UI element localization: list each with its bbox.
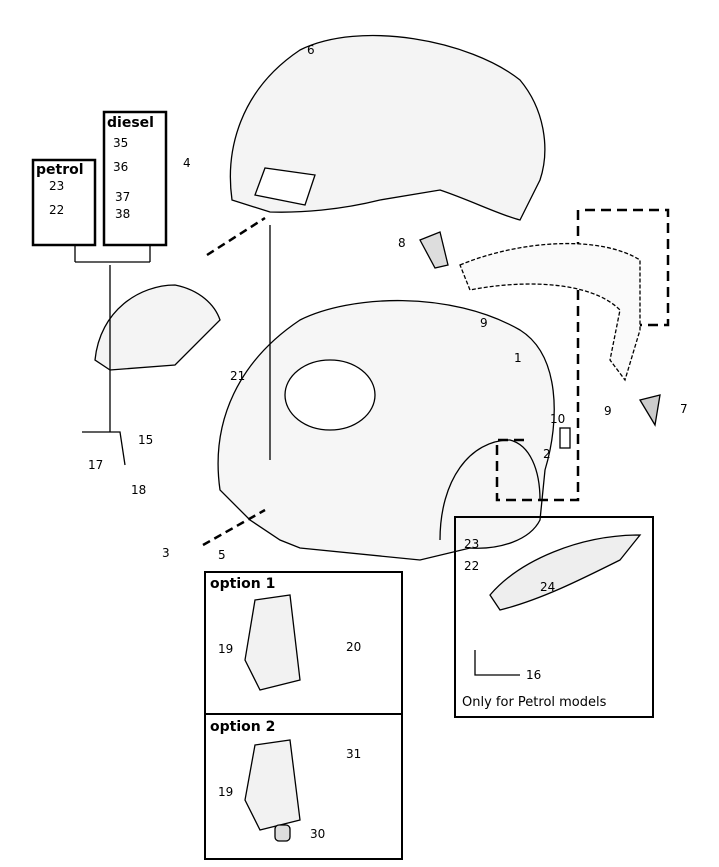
callout-21: 21 xyxy=(230,369,246,383)
callout-22-petrol: 22 xyxy=(464,559,480,573)
callout-5: 5 xyxy=(218,548,226,562)
callout-22: 22 xyxy=(49,203,65,217)
callout-1: 1 xyxy=(514,351,522,365)
callout-7: 7 xyxy=(680,402,688,416)
callout-37: 37 xyxy=(115,190,131,204)
part-30 xyxy=(274,824,291,842)
callout-17: 17 xyxy=(88,458,104,472)
callout-24: 24 xyxy=(540,580,556,594)
part-19-opt2 xyxy=(244,739,301,831)
option2-title: option 2 xyxy=(210,719,276,735)
part-main-hood xyxy=(217,299,555,561)
part-10 xyxy=(559,427,571,449)
callout-35: 35 xyxy=(113,136,129,150)
box-options xyxy=(204,571,403,860)
callout-6: 6 xyxy=(307,43,315,57)
petrol-only-note: Only for Petrol models xyxy=(462,695,607,710)
box-diesel-title: diesel xyxy=(107,115,154,131)
callout-36: 36 xyxy=(113,160,129,174)
callout-2: 2 xyxy=(543,447,551,461)
part-main-hood-opening xyxy=(284,359,376,431)
part-grille-frame xyxy=(459,242,641,382)
box-diesel xyxy=(102,110,168,247)
callout-8: 8 xyxy=(398,236,406,250)
part-16 xyxy=(474,650,520,676)
callout-31: 31 xyxy=(346,747,362,761)
part-hood-window xyxy=(254,167,316,206)
part-shield-21 xyxy=(94,284,221,371)
option1-title: option 1 xyxy=(210,576,276,592)
callout-20: 20 xyxy=(346,640,362,654)
callout-19-opt2: 19 xyxy=(218,785,234,799)
box-petrol-title: petrol xyxy=(36,162,84,178)
callout-16: 16 xyxy=(526,668,542,682)
box-petrol-only xyxy=(454,516,654,718)
callout-30: 30 xyxy=(310,827,326,841)
part-bracket-15 xyxy=(82,431,126,466)
callout-9a: 9 xyxy=(480,316,488,330)
callout-18: 18 xyxy=(131,483,147,497)
callout-4: 4 xyxy=(183,156,191,170)
callout-23-petrol: 23 xyxy=(464,537,480,551)
callout-15: 15 xyxy=(138,433,154,447)
callout-9b: 9 xyxy=(604,404,612,418)
part-24 xyxy=(489,534,642,611)
box-petrol xyxy=(31,158,97,247)
part-7 xyxy=(638,394,661,427)
callout-19-opt1: 19 xyxy=(218,642,234,656)
callout-10: 10 xyxy=(550,412,566,426)
part-19-opt1 xyxy=(244,594,301,691)
callout-3: 3 xyxy=(162,546,170,560)
part-8 xyxy=(419,231,449,269)
callout-38: 38 xyxy=(115,207,131,221)
callout-23: 23 xyxy=(49,179,65,193)
